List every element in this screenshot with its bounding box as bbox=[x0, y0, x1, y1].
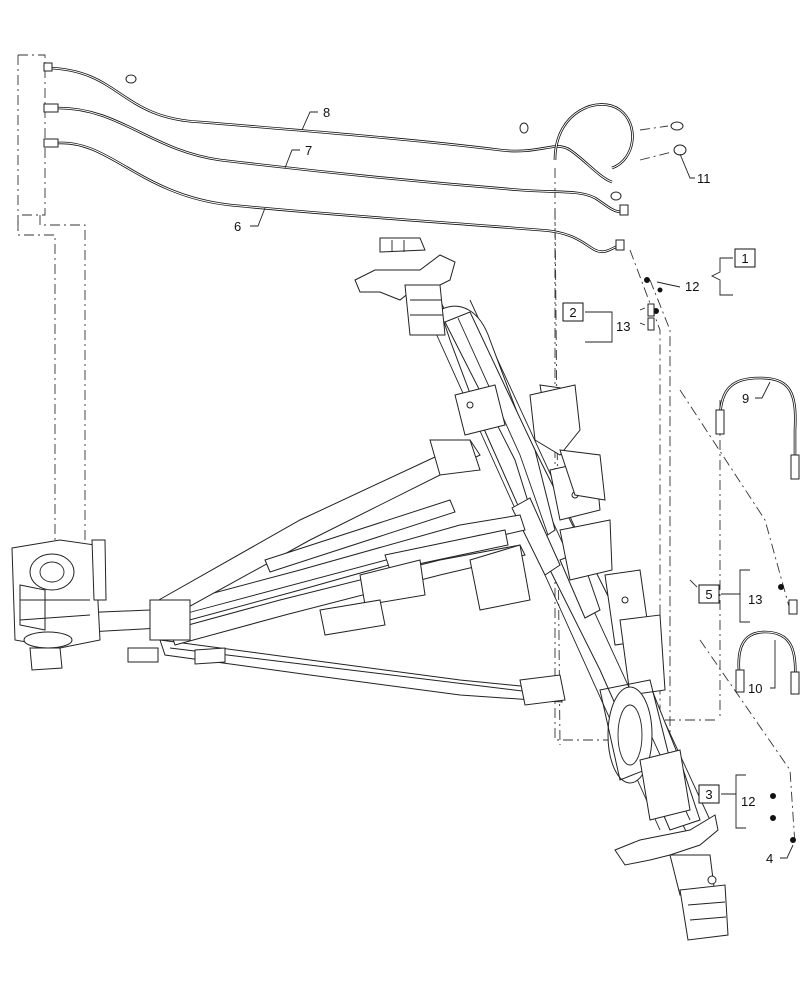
hose-loop bbox=[553, 103, 634, 170]
hose-9-fitting bbox=[715, 409, 725, 435]
fittings-upper bbox=[125, 74, 687, 331]
hose-7 bbox=[43, 103, 623, 214]
top-hitch-bracket bbox=[354, 237, 456, 336]
callout-12-upper: 12 bbox=[656, 279, 699, 294]
fitting bbox=[647, 303, 655, 317]
hose-7-fitting bbox=[43, 103, 59, 113]
hose-9 bbox=[715, 376, 800, 480]
box-callout-2: 2 bbox=[562, 302, 584, 322]
callout-12-lower-label: 12 bbox=[741, 794, 755, 809]
hose-6-fitting bbox=[43, 138, 59, 148]
fitting-small bbox=[778, 584, 784, 590]
callout-12-lower: 12 bbox=[741, 794, 755, 809]
box-callout-1: 1 bbox=[734, 248, 756, 268]
callout-10-label: 10 bbox=[748, 681, 762, 696]
hose-8 bbox=[43, 62, 613, 184]
hose-8-fitting bbox=[43, 62, 53, 72]
fitting bbox=[615, 239, 625, 251]
box-callout-3-label: 3 bbox=[705, 787, 712, 802]
hose-10-fitting bbox=[735, 669, 745, 693]
fitting bbox=[647, 317, 655, 331]
callout-8-label: 8 bbox=[323, 105, 330, 120]
fitting-small bbox=[644, 277, 650, 283]
assembly-reference-lines bbox=[17, 54, 796, 846]
o-ring bbox=[610, 191, 622, 201]
box-callout-2-label: 2 bbox=[569, 305, 576, 320]
hose-6 bbox=[43, 138, 623, 254]
o-ring bbox=[125, 74, 137, 84]
fitting bbox=[788, 599, 798, 615]
fittings-lower bbox=[770, 584, 798, 843]
bottom-hitch bbox=[614, 814, 729, 941]
box-callout-1-label: 1 bbox=[741, 251, 748, 266]
hose-10-fitting bbox=[790, 671, 800, 695]
box-callout-5-label: 5 bbox=[705, 587, 712, 602]
box-callout-3: 3 bbox=[698, 784, 720, 804]
cross-cylinders bbox=[194, 499, 566, 706]
upper-mid-bracket bbox=[429, 384, 606, 501]
callout-13-lower: 13 bbox=[748, 592, 762, 607]
callout-8: 8 bbox=[301, 105, 330, 131]
beam-brackets bbox=[454, 384, 666, 696]
callout-4: 4 bbox=[766, 844, 794, 866]
fitting-small bbox=[790, 837, 796, 843]
fitting-small bbox=[770, 793, 776, 799]
callout-4-label: 4 bbox=[766, 851, 773, 866]
callout-13-upper: 13 bbox=[616, 307, 646, 334]
fitting bbox=[619, 204, 629, 216]
hose-9-fitting bbox=[790, 454, 800, 480]
callout-13-lower-label: 13 bbox=[748, 592, 762, 607]
hose-10 bbox=[735, 630, 800, 695]
o-ring bbox=[673, 144, 687, 156]
callout-10: 10 bbox=[748, 640, 776, 696]
callout-6: 6 bbox=[234, 207, 266, 234]
callout-7-label: 7 bbox=[305, 143, 312, 158]
frame-arms bbox=[29, 439, 563, 703]
callout-13-upper-label: 13 bbox=[616, 319, 630, 334]
fitting-small bbox=[770, 815, 776, 821]
center-hub bbox=[599, 679, 691, 821]
callout-6-label: 6 bbox=[234, 219, 241, 234]
box-callout-5: 5 bbox=[698, 584, 720, 604]
callout-9: 9 bbox=[742, 381, 771, 406]
callout-7: 7 bbox=[284, 143, 312, 169]
callout-11: 11 bbox=[679, 153, 711, 186]
callout-12-upper-label: 12 bbox=[685, 279, 699, 294]
bracket-marks bbox=[585, 257, 750, 829]
left-pivot bbox=[11, 539, 191, 671]
o-ring bbox=[670, 121, 684, 131]
o-ring bbox=[519, 122, 529, 134]
callout-11-label: 11 bbox=[697, 171, 711, 186]
fitting-small bbox=[657, 287, 663, 293]
callout-9-label: 9 bbox=[742, 391, 749, 406]
